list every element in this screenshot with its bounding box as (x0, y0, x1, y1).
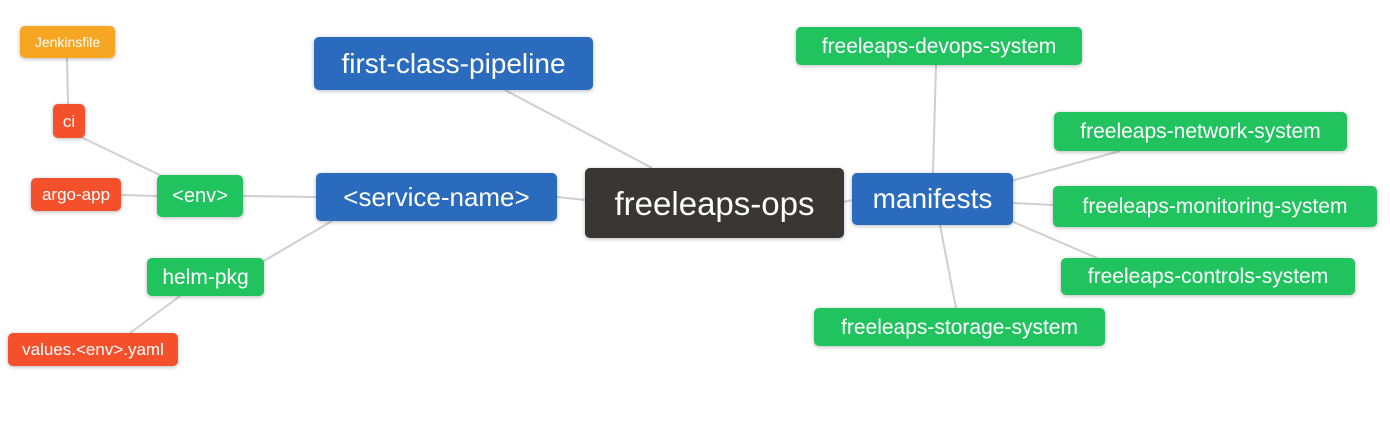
node-freeleaps-ops[interactable]: freeleaps-ops (585, 168, 844, 238)
node-label: ci (62, 111, 76, 131)
edge-manifests-freeleaps-storage-system (939, 224, 957, 309)
node-label: freeleaps-monitoring-system (1082, 195, 1348, 218)
node-env[interactable]: <env> (157, 175, 243, 217)
edge-freeleaps-ops-manifests (843, 199, 853, 203)
edge-helm-pkg-service-name (261, 220, 333, 263)
node-first-class-pipeline[interactable]: first-class-pipeline (314, 37, 593, 90)
edge-manifests-freeleaps-controls-system (1010, 220, 1098, 259)
edge-jenkinsfile-ci (66, 57, 69, 105)
node-label: <service-name> (343, 182, 530, 212)
edge-manifests-freeleaps-network-system (1010, 150, 1121, 182)
node-label: <env> (172, 185, 228, 207)
node-label: freeleaps-devops-system (821, 34, 1057, 58)
edge-ci-env (80, 136, 169, 180)
node-manifests[interactable]: manifests (852, 173, 1013, 225)
node-label: freeleaps-storage-system (841, 315, 1078, 339)
edge-service-name-freeleaps-ops (556, 196, 586, 201)
edge-manifests-freeleaps-monitoring-system (1012, 202, 1054, 206)
node-label: Jenkinsfile (34, 34, 101, 50)
edge-values-env-yaml-helm-pkg (129, 295, 181, 334)
node-freeleaps-monitoring-system[interactable]: freeleaps-monitoring-system (1053, 186, 1377, 227)
edge-argo-app-env (120, 194, 158, 197)
node-values-env-yaml[interactable]: values.<env>.yaml (8, 333, 178, 366)
node-label: first-class-pipeline (341, 47, 566, 79)
node-label: helm-pkg (162, 265, 249, 289)
edge-manifests-freeleaps-devops-system (932, 64, 937, 174)
node-label: freeleaps-network-system (1080, 120, 1321, 143)
node-label: values.<env>.yaml (22, 340, 164, 359)
node-ci[interactable]: ci (53, 104, 85, 138)
node-freeleaps-network-system[interactable]: freeleaps-network-system (1054, 112, 1347, 151)
node-argo-app[interactable]: argo-app (31, 178, 121, 211)
node-label: manifests (872, 183, 993, 214)
node-label: freeleaps-controls-system (1087, 265, 1329, 288)
edge-first-class-pipeline-freeleaps-ops (504, 89, 653, 169)
node-service-name[interactable]: <service-name> (316, 173, 557, 221)
node-label: argo-app (41, 185, 111, 204)
node-helm-pkg[interactable]: helm-pkg (147, 258, 264, 296)
node-jenkinsfile[interactable]: Jenkinsfile (20, 26, 115, 58)
node-freeleaps-storage-system[interactable]: freeleaps-storage-system (814, 308, 1105, 346)
node-freeleaps-devops-system[interactable]: freeleaps-devops-system (796, 27, 1082, 65)
node-label: freeleaps-ops (614, 184, 815, 222)
edge-env-service-name (242, 195, 317, 198)
node-freeleaps-controls-system[interactable]: freeleaps-controls-system (1061, 258, 1355, 295)
